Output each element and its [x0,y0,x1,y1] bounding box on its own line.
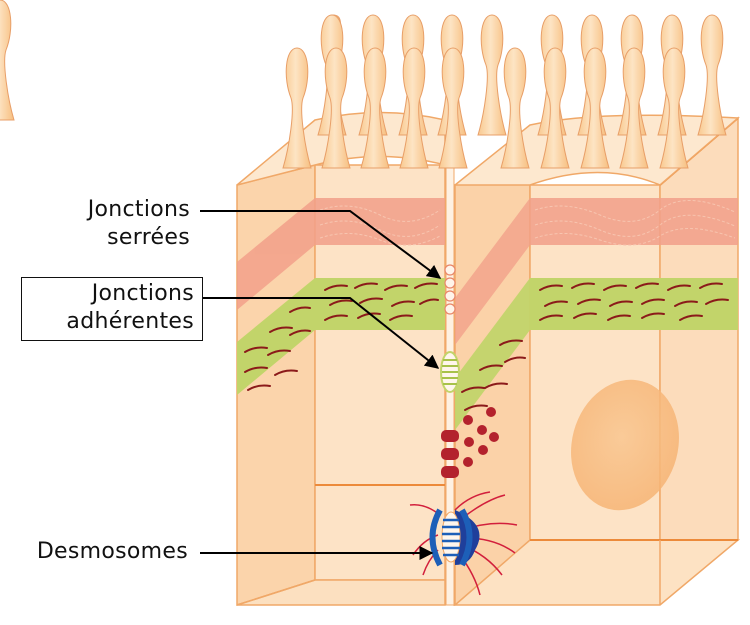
label-desmosomes-line1: Desmosomes [36,539,188,564]
label-adherens-junctions-line2: adhérentes [66,309,194,334]
adherens-junction-pointer [200,297,440,369]
label-tight-junctions: Jonctions serrées [30,196,190,252]
desmosome [409,491,518,596]
label-adherens-junctions: Jonctions adhérentes [21,277,203,341]
tight-junction-pointer [200,210,442,279]
label-desmosomes: Desmosomes [0,538,188,566]
tight-junction-beads [444,264,456,315]
nucleus [571,379,679,511]
label-tight-junctions-line2: serrées [107,225,190,250]
tight-junction-band [237,198,738,345]
pointer-arrows [200,210,442,560]
adherens-junction-band [237,278,738,430]
gap-junctions [441,407,499,478]
label-tight-junctions-line1: Jonctions [87,197,190,222]
label-adherens-junctions-line1: Jonctions [91,281,194,306]
adherens-junction [440,351,460,393]
microvilli [0,0,727,169]
